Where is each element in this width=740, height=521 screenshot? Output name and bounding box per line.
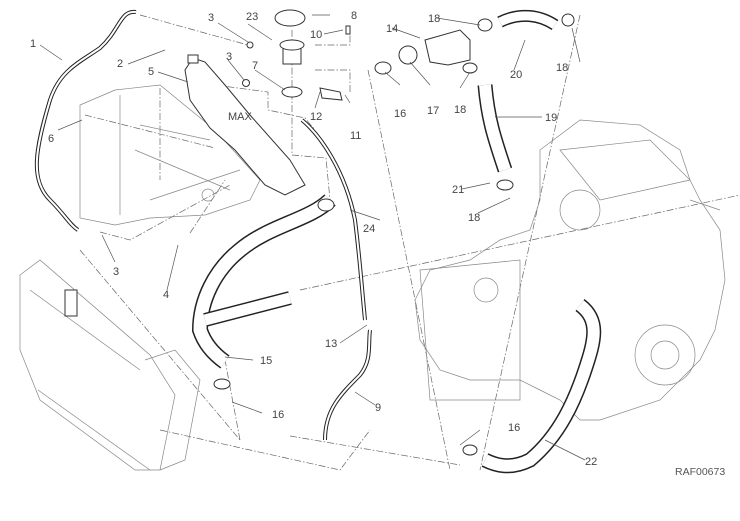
hose-22	[462, 299, 602, 474]
callout-23: 23	[246, 11, 258, 23]
callout-19: 19	[545, 112, 557, 124]
breather-hose-1	[34, 9, 137, 232]
thermostat-group	[374, 9, 575, 191]
callout-9: 9	[375, 402, 381, 414]
assembly-lines	[79, 14, 740, 471]
cap-assembly	[242, 9, 351, 101]
callout-12: 12	[310, 111, 322, 123]
callout-5: 5	[148, 66, 154, 78]
overflow-hose-24	[300, 118, 367, 321]
expansion-tank: MAX	[184, 54, 306, 196]
callout-20: 20	[510, 69, 522, 81]
frame-outline	[79, 84, 261, 226]
radiator-hose-15	[191, 193, 336, 390]
callout-7: 7	[252, 60, 258, 72]
callout-11: 11	[350, 130, 361, 142]
tank-max-mark: MAX	[228, 111, 253, 123]
callout-17: 17	[427, 105, 439, 117]
tank-filler-neck	[187, 54, 199, 64]
callout-3: 3	[208, 12, 214, 24]
callout-4: 4	[163, 289, 169, 301]
callout-3: 3	[113, 266, 119, 278]
callout-18: 18	[468, 212, 480, 224]
callout-1: 1	[30, 38, 36, 50]
leader-lines	[39, 14, 586, 461]
radiator	[19, 259, 201, 471]
callout-10: 10	[310, 29, 322, 41]
callout-16: 16	[508, 422, 520, 434]
callout-13: 13	[325, 338, 337, 350]
callout-16: 16	[272, 409, 284, 421]
callout-8: 8	[351, 10, 357, 22]
callout-2: 2	[117, 58, 123, 70]
hose-9	[323, 329, 372, 441]
callout-3: 3	[226, 51, 232, 63]
callout-22: 22	[585, 456, 597, 468]
callout-24: 24	[363, 223, 375, 235]
callout-18: 18	[556, 62, 568, 74]
callout-16: 16	[394, 108, 406, 120]
callout-18: 18	[428, 13, 440, 25]
engine	[414, 119, 726, 421]
drawing-code: RAF00673	[675, 466, 725, 478]
callout-labels: 1 2 3 3 3 4 5 6 7 8 9 10 11 12 13 14 15 …	[30, 10, 597, 468]
callout-6: 6	[48, 133, 54, 145]
callout-18: 18	[454, 104, 466, 116]
callout-21: 21	[452, 184, 464, 196]
callout-14: 14	[386, 23, 398, 35]
callout-15: 15	[260, 355, 272, 367]
